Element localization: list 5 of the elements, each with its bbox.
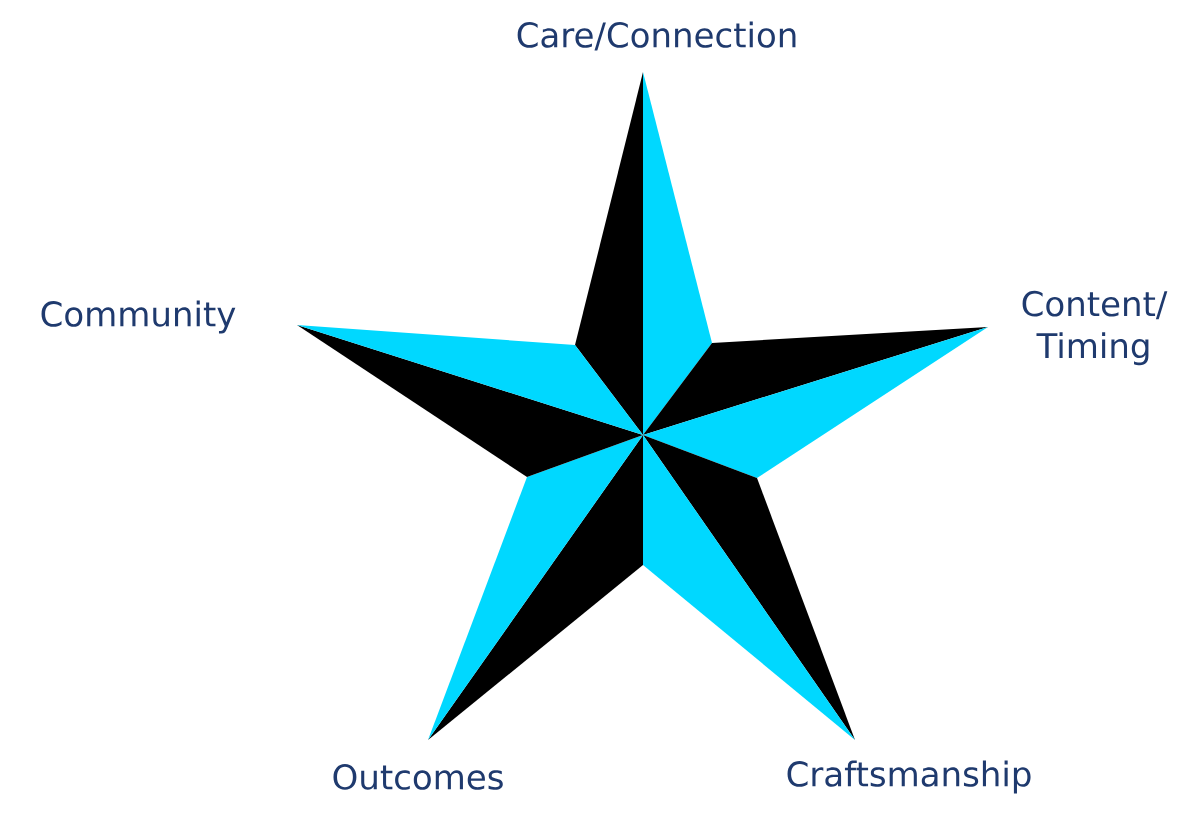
axis-label: Craftsmanship bbox=[787, 760, 1031, 794]
axis-label: Outcomes bbox=[333, 764, 503, 790]
axis-label: Content/ Timing bbox=[1022, 290, 1168, 366]
axis-label: Care/Connection bbox=[517, 21, 796, 51]
axis-label: Community bbox=[41, 300, 236, 334]
